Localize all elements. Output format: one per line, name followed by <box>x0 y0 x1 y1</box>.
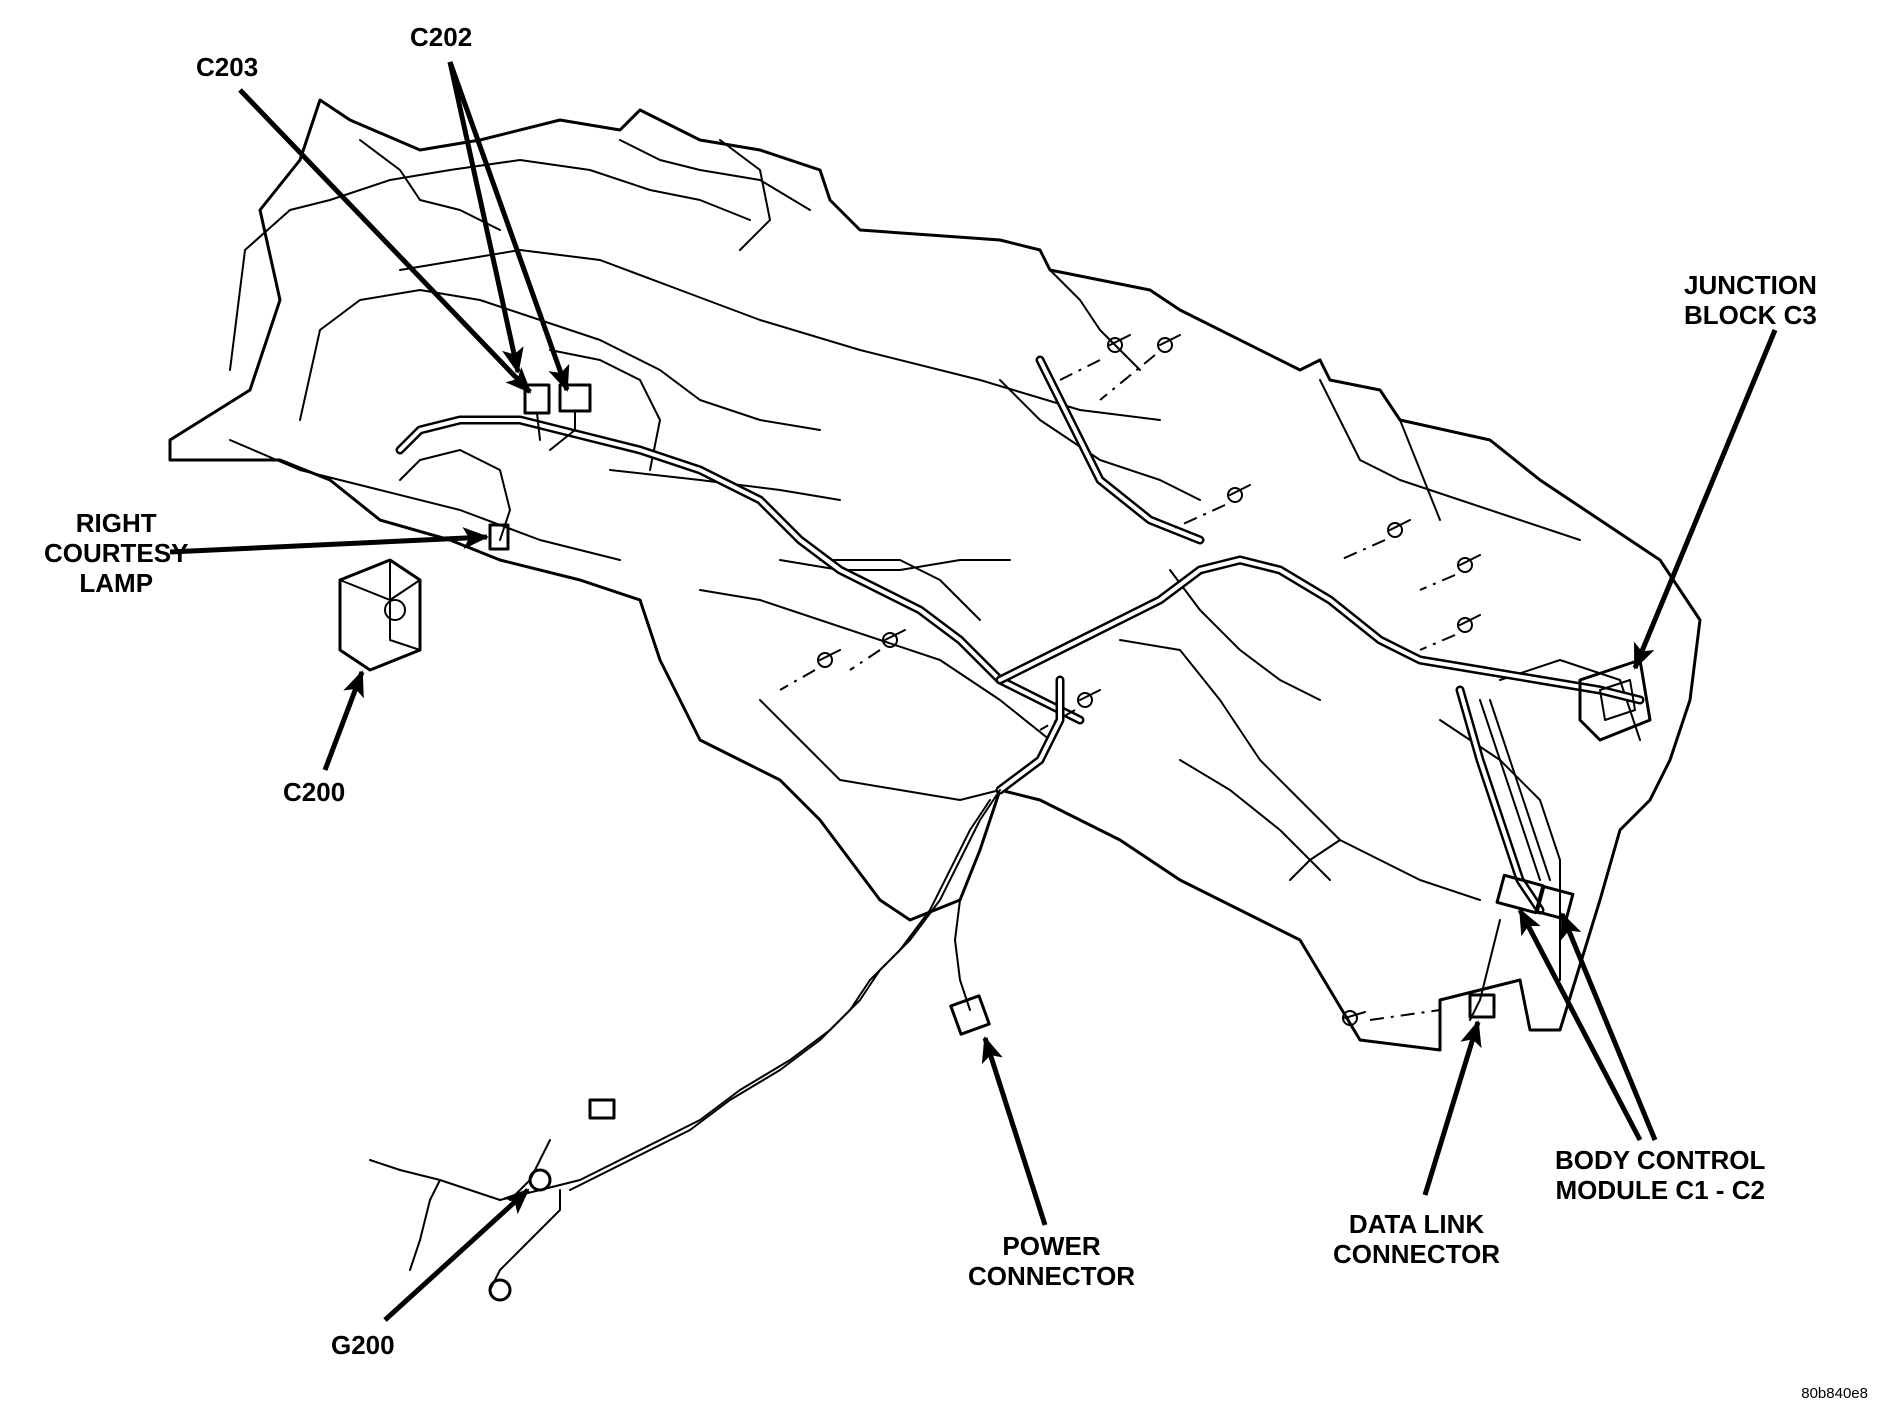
label-c200: C200 <box>283 777 346 807</box>
bcm-arrow-2 <box>1559 912 1658 1141</box>
label-c202: C202 <box>410 22 473 52</box>
c202-arrow <box>447 61 570 392</box>
c203-arrow-2 <box>447 61 524 374</box>
data-link-connector-arrow <box>1422 1020 1482 1196</box>
label-data-link-connector: DATA LINK CONNECTOR <box>1333 1209 1501 1269</box>
power-connector-arrow <box>981 1036 1048 1226</box>
figure-id: 80b840e8 <box>1801 1385 1868 1402</box>
label-right-courtesy-lamp: RIGHT COURTESY LAMP <box>44 508 189 598</box>
label-body-control-module: BODY CONTROL MODULE C1 - C2 <box>1555 1145 1766 1205</box>
bcm-arrow-1 <box>1517 908 1643 1142</box>
junction-block-arrow <box>1632 329 1778 670</box>
label-g200: G200 <box>331 1330 395 1360</box>
c203-arrow <box>238 88 532 394</box>
label-junction-block-c3: JUNCTION BLOCK C3 <box>1684 270 1817 330</box>
leader-arrows <box>169 61 1778 1322</box>
label-power-connector: POWER CONNECTOR <box>968 1231 1136 1291</box>
right-courtesy-lamp-arrow <box>169 527 489 555</box>
label-c203: C203 <box>196 52 259 82</box>
c200-arrow <box>322 670 365 771</box>
instrument-panel-outline <box>168 98 1702 1052</box>
main-wiring-harness <box>369 355 1645 1291</box>
g200-arrow <box>383 1188 530 1322</box>
connectors <box>338 334 1652 1302</box>
